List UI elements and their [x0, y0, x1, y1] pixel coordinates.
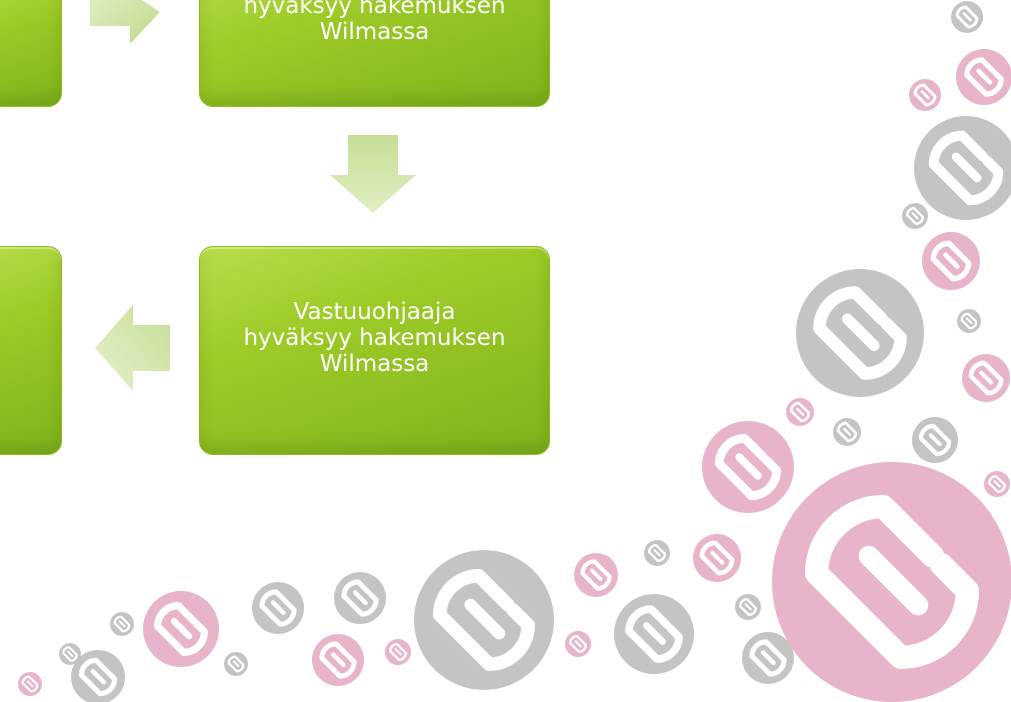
- process-box-left-top: [0, 0, 62, 107]
- arrow-left-icon: [95, 305, 170, 391]
- step-text-line: Wilmassa: [319, 350, 430, 377]
- process-box-left-middle: [0, 246, 62, 455]
- step-text-line: Vastuuohjaaja: [293, 298, 456, 325]
- step-text-line: hyväksyy hakemuksen: [243, 0, 506, 19]
- step-text-line: hyväksyy hakemuksen: [243, 324, 506, 351]
- e-logo-bubble-icon: [18, 1, 1011, 702]
- process-box-middle-center: Vastuuohjaaja hyväksyy hakemuksen Wilmas…: [199, 246, 550, 455]
- arrow-down-icon: [330, 135, 416, 213]
- step-text-line: Wilmassa: [319, 19, 430, 45]
- arrow-right-icon: [90, 0, 160, 44]
- process-box-top-center: hyväksyy hakemuksen Wilmassa: [199, 0, 550, 107]
